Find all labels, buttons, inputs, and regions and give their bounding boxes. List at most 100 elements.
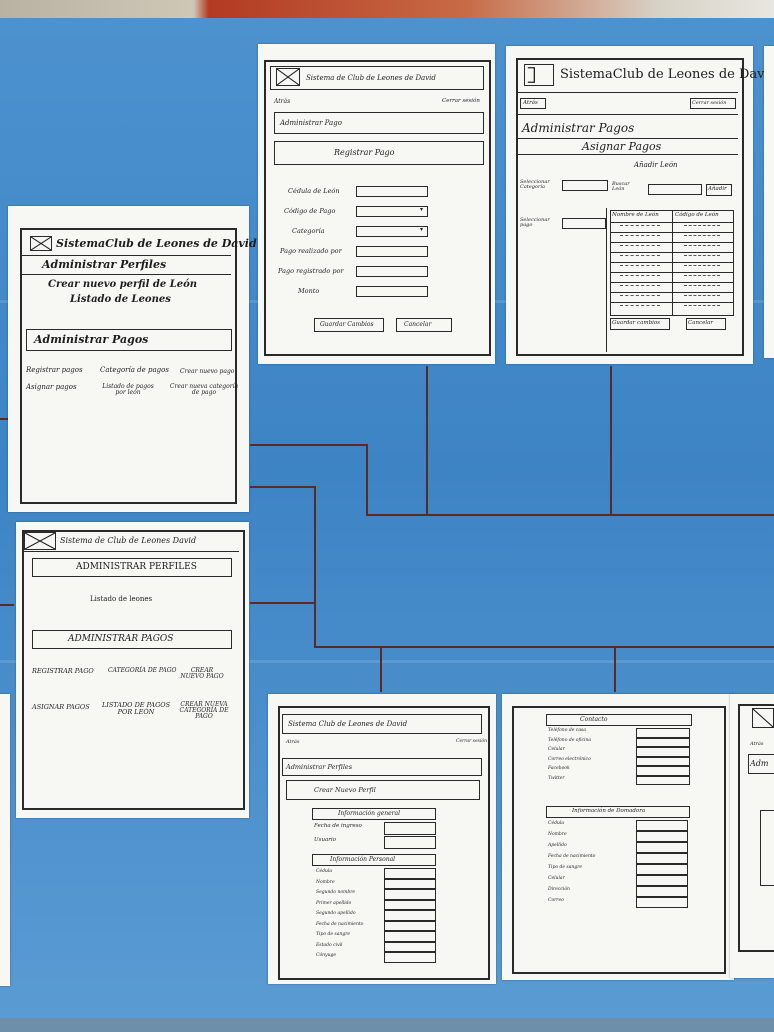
text-field[interactable] [384, 910, 436, 921]
field-label: Fecha de ingreso [314, 823, 362, 829]
text-field[interactable] [384, 822, 436, 835]
chevron-down-icon: ▾ [420, 206, 424, 213]
text-field[interactable] [636, 897, 688, 908]
text-field[interactable] [636, 747, 690, 757]
field-label: Monto [298, 287, 320, 295]
payment-select[interactable] [562, 218, 606, 229]
section-heading: Administrar Perfiles [42, 258, 167, 271]
menu-link[interactable]: REGISTRAR PAGO [32, 667, 94, 675]
screen-frame [264, 60, 491, 356]
table-cell-scribble [684, 285, 720, 290]
page-heading: Registrar Pago [334, 148, 395, 157]
text-field[interactable] [384, 836, 436, 849]
text-field[interactable] [356, 246, 428, 257]
text-field[interactable] [636, 737, 690, 747]
group-title: Información Personal [330, 856, 396, 863]
text-field[interactable] [384, 889, 436, 900]
logout-link[interactable]: Cerrar sesión [442, 98, 480, 104]
cancel-button[interactable] [686, 318, 726, 330]
menu-link[interactable]: Crear nuevo pago [180, 368, 235, 375]
menu-link[interactable]: Asignar pagos [26, 383, 77, 391]
menu-link[interactable]: CREAR NUEVO PAGO [180, 667, 224, 680]
save-button[interactable] [610, 318, 670, 330]
menu-link[interactable]: CATEGORÍA DE PAGO [108, 667, 177, 674]
table-row-divider [610, 292, 734, 293]
field-label: Teléfono de oficina [548, 737, 592, 743]
text-field[interactable] [636, 831, 688, 842]
table-cell-scribble [620, 255, 660, 260]
back-link[interactable]: Atrás [274, 98, 291, 105]
text-field[interactable] [636, 842, 688, 853]
category-select[interactable] [562, 180, 608, 191]
back-link[interactable]: Atrás [750, 741, 764, 747]
field-label: Tipo de sangre [548, 865, 583, 870]
table-cell-scribble [684, 265, 720, 270]
section-box [26, 329, 232, 351]
menu-link[interactable]: Listado de Leones [70, 294, 171, 305]
connector-line [610, 366, 612, 514]
menu-link[interactable]: Listado de leones [90, 595, 153, 603]
text-field[interactable] [636, 820, 688, 831]
text-field[interactable] [636, 756, 690, 766]
field-label: Pago realizado por [280, 247, 342, 255]
text-field[interactable] [384, 920, 436, 931]
group-title: Información de Domadora [572, 808, 646, 814]
text-field[interactable] [384, 878, 436, 889]
connector-line [366, 514, 774, 516]
table-row-divider [610, 262, 734, 263]
menu-link[interactable]: Crear nueva categoría de pago [169, 383, 239, 396]
field-label: Cédula de León [288, 187, 340, 195]
menu-link[interactable]: ASIGNAR PAGOS [32, 703, 90, 711]
image-placeholder-icon [276, 68, 300, 86]
text-field[interactable] [356, 186, 428, 197]
back-link: Atrás [523, 100, 538, 106]
text-field[interactable] [384, 931, 436, 942]
field-label: Primer apellido [316, 900, 352, 906]
sub-heading: Añadir León [634, 161, 678, 169]
text-field[interactable] [356, 266, 428, 277]
logout-link: Cerrar sesión [692, 100, 727, 106]
table-cell-scribble [684, 295, 720, 300]
menu-link[interactable]: Listado de pagos por león [102, 383, 154, 396]
menu-link[interactable]: Registrar pagos [26, 366, 83, 374]
cancel-button[interactable] [396, 318, 452, 332]
menu-link[interactable]: LISTADO DE PAGOS POR LEÓN [101, 701, 171, 716]
dropdown-field[interactable] [356, 206, 428, 217]
text-field[interactable] [636, 864, 688, 875]
table-cell-scribble [620, 235, 660, 240]
save-button[interactable] [314, 318, 384, 332]
menu-link[interactable]: Categoría de pagos [100, 366, 169, 374]
text-field[interactable] [356, 286, 428, 297]
search-lion-input[interactable] [648, 184, 702, 195]
text-field[interactable] [636, 775, 690, 785]
text-field[interactable] [384, 899, 436, 910]
text-field[interactable] [636, 886, 688, 897]
logout-button[interactable] [690, 98, 736, 109]
text-field[interactable] [636, 875, 688, 886]
add-button[interactable] [706, 184, 732, 196]
breadcrumb-box [274, 112, 484, 134]
back-link[interactable]: Atrás [286, 739, 300, 745]
connector-line [314, 486, 316, 646]
text-field[interactable] [636, 728, 690, 738]
divider [518, 138, 738, 139]
table-cell-scribble [684, 245, 720, 250]
text-field[interactable] [384, 868, 436, 879]
text-field[interactable] [636, 853, 688, 864]
text-field[interactable] [384, 952, 436, 963]
connector-line [0, 604, 14, 606]
field-label: Teléfono de casa [548, 728, 586, 733]
table-cell-scribble [620, 225, 660, 230]
menu-link[interactable]: CREAR NUEVA CATEGORÍA DE PAGO [179, 701, 229, 720]
field-label: Correo [548, 898, 564, 903]
column-divider [606, 208, 607, 352]
paper-fold [0, 660, 774, 663]
table-cell-scribble [620, 295, 660, 300]
dropdown-field[interactable] [356, 226, 428, 237]
text-field[interactable] [636, 766, 690, 776]
back-button[interactable] [520, 98, 546, 109]
logout-link[interactable]: Cerrar sesión [456, 739, 488, 744]
text-field[interactable] [384, 941, 436, 952]
menu-link[interactable]: Crear nuevo perfil de León [48, 279, 198, 290]
floor-strip [0, 1018, 774, 1032]
